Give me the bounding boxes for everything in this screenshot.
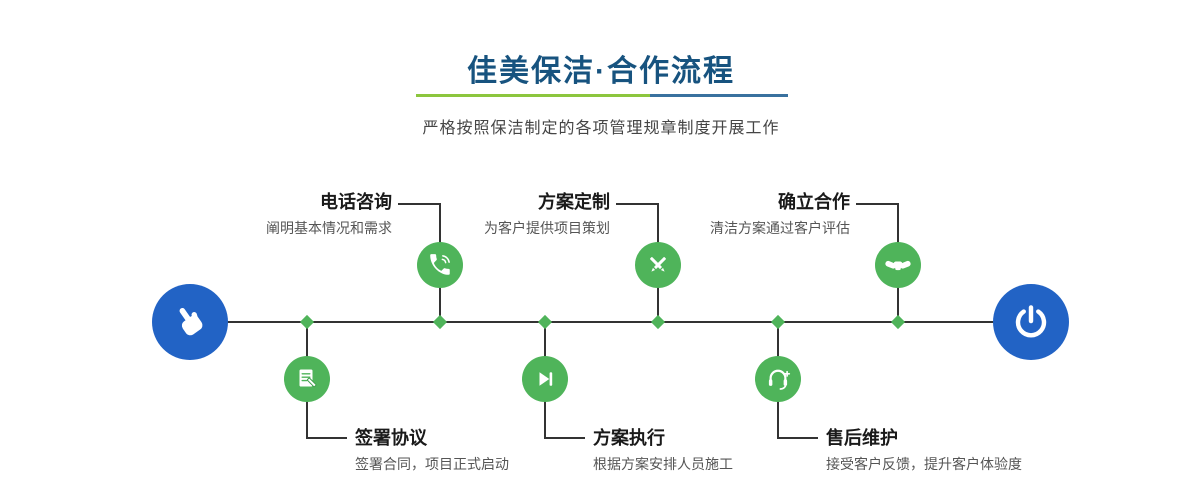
- timeline-end-node: [993, 284, 1069, 360]
- contract-icon: [295, 367, 319, 391]
- step-node-sign-agreement: [284, 356, 330, 402]
- step-node-phone-consult: [417, 242, 463, 288]
- connector-line: [307, 437, 347, 439]
- connector-line: [777, 322, 779, 358]
- play-icon: [533, 367, 557, 391]
- step-desc: 清洁方案通过客户评估: [710, 220, 850, 236]
- connector-line: [657, 287, 659, 323]
- step-label-sign-agreement: 签署协议 签署合同，项目正式启动: [355, 426, 625, 473]
- step-desc: 接受客户反馈，提升客户体验度: [826, 456, 1022, 472]
- connector-line: [398, 203, 440, 205]
- hand-pointer-icon: [170, 302, 210, 342]
- connector-line: [439, 203, 441, 244]
- handshake-icon: [884, 251, 912, 279]
- timeline-start-node: [152, 284, 228, 360]
- timeline-diamond: [650, 314, 666, 330]
- timeline-diamond: [890, 314, 906, 330]
- step-node-aftersales: [755, 356, 801, 402]
- step-label-plan-custom: 方案定制 为客户提供项目策划: [370, 190, 610, 237]
- step-title: 售后维护: [826, 428, 898, 448]
- step-node-establish-coop: [875, 242, 921, 288]
- step-title: 方案定制: [538, 192, 610, 212]
- step-node-plan-custom: [635, 242, 681, 288]
- connector-line: [616, 203, 658, 205]
- divider-green-segment: [416, 94, 651, 97]
- step-title: 电话咨询: [320, 192, 392, 212]
- step-desc: 签署合同，项目正式启动: [355, 456, 509, 472]
- page-title: 佳美保洁·合作流程: [467, 55, 735, 88]
- connector-line: [856, 203, 898, 205]
- connector-line: [306, 322, 308, 358]
- step-title: 方案执行: [593, 428, 665, 448]
- timeline-diamond: [770, 314, 786, 330]
- connector-line: [897, 287, 899, 323]
- page-subtitle: 严格按照保洁制定的各项管理规章制度开展工作: [422, 120, 780, 137]
- step-desc: 阐明基本情况和需求: [266, 220, 392, 236]
- step-label-aftersales: 售后维护 接受客户反馈，提升客户体验度: [826, 426, 1096, 473]
- step-desc: 为客户提供项目策划: [484, 220, 610, 236]
- step-title: 签署协议: [355, 428, 427, 448]
- connector-line: [657, 203, 659, 244]
- connector-line: [545, 437, 585, 439]
- connector-line: [777, 400, 779, 439]
- title-divider: [416, 94, 788, 97]
- divider-blue-segment: [650, 94, 788, 97]
- timeline-line: [190, 321, 1031, 323]
- connector-line: [439, 287, 441, 323]
- connector-line: [544, 400, 546, 439]
- timeline-diamond: [432, 314, 448, 330]
- connector-line: [544, 322, 546, 358]
- headset-icon: [765, 366, 791, 392]
- timeline-diamond: [537, 314, 553, 330]
- step-label-phone-consult: 电话咨询 阐明基本情况和需求: [152, 190, 392, 237]
- step-node-plan-execute: [522, 356, 568, 402]
- step-label-plan-execute: 方案执行 根据方案安排人员施工: [593, 426, 863, 473]
- connector-line: [778, 437, 818, 439]
- connector-line: [306, 400, 308, 439]
- power-icon: [1012, 303, 1050, 341]
- phone-icon: [427, 252, 453, 278]
- timeline-diamond: [299, 314, 315, 330]
- step-desc: 根据方案安排人员施工: [593, 456, 733, 472]
- step-label-establish-coop: 确立合作 清洁方案通过客户评估: [610, 190, 850, 237]
- step-title: 确立合作: [778, 192, 850, 212]
- crossed-pencils-icon: [645, 252, 671, 278]
- connector-line: [897, 203, 899, 244]
